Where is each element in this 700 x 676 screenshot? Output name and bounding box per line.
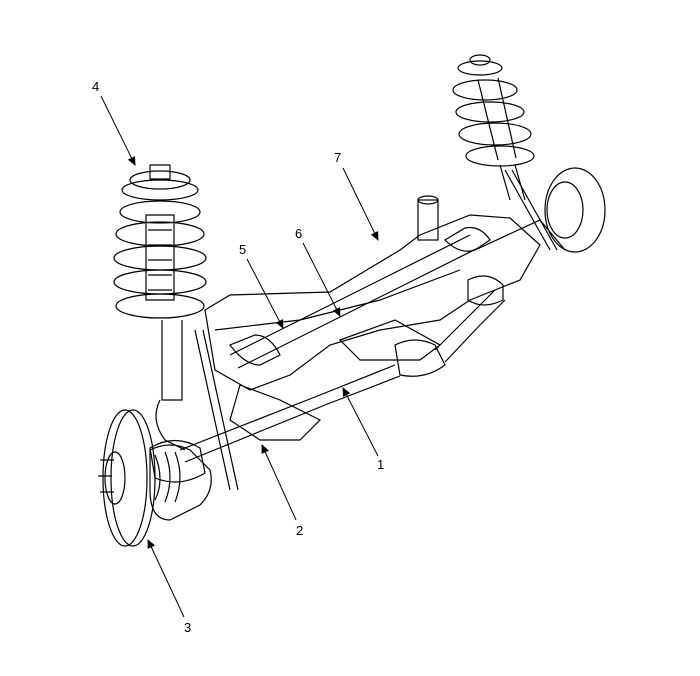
callout-7: 7 [334, 150, 342, 165]
steering-gear-box [229, 195, 566, 369]
right-strut-assembly [452, 54, 606, 253]
arrow-6 [302, 242, 341, 317]
callout-4: 4 [92, 79, 100, 94]
callout-1: 1 [377, 457, 385, 472]
callout-3: 3 [184, 620, 192, 635]
callout-arrows [100, 95, 379, 618]
arrow-1 [342, 387, 379, 457]
left-strut-assembly [113, 164, 207, 451]
arrow-4 [100, 95, 136, 166]
arrow-5 [246, 258, 284, 329]
stabilizer-links [194, 169, 558, 491]
subframe [204, 214, 541, 441]
arrow-2 [261, 444, 297, 521]
arrow-7 [342, 167, 379, 241]
callout-6: 6 [295, 226, 303, 241]
arrow-3 [147, 539, 185, 618]
drive-shafts [149, 275, 506, 483]
callout-5: 5 [239, 242, 247, 257]
callout-2: 2 [296, 523, 304, 538]
